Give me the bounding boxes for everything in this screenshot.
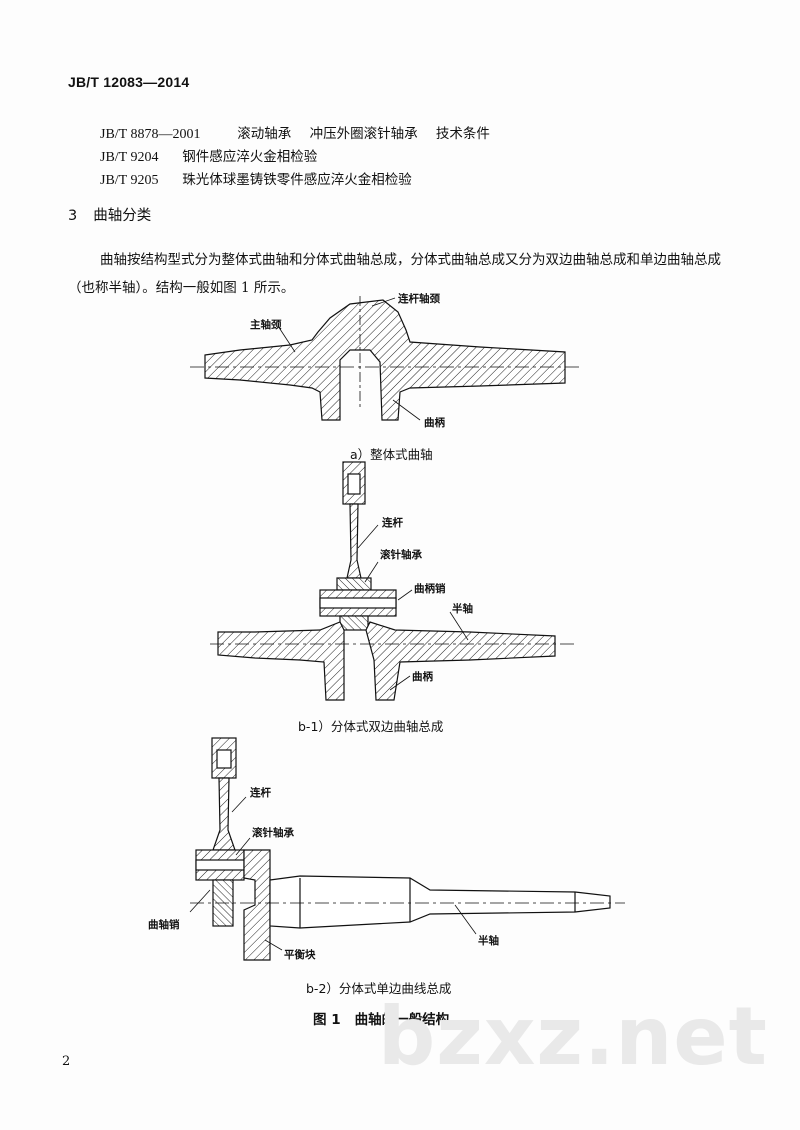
figure-b1-leaders <box>357 524 469 691</box>
label-rod: 连杆 <box>250 786 271 799</box>
reference-code: JB/T 8878—2001 <box>100 127 201 142</box>
figure-b2-drawing <box>190 737 625 961</box>
reference-item: JB/T 9204 钢件感应淬火金相检验 <box>100 145 331 166</box>
caption-figure-b1: b-1）分体式双边曲轴总成 <box>298 719 444 734</box>
page-number: 2 <box>62 1054 71 1069</box>
reference-title-part: 技术条件 <box>435 126 490 142</box>
label-main-journal: 主轴颈 <box>250 318 282 331</box>
reference-title-part: 滚动轴承 <box>237 126 292 142</box>
standard-number-header: JB/T 12083—2014 <box>68 74 190 90</box>
reference-title-part: 珠光体球墨铸铁零件感应淬火金相检验 <box>182 172 412 188</box>
reference-title-part: 钢件感应淬火金相检验 <box>182 149 318 165</box>
reference-item: JB/T 9205 珠光体球墨铸铁零件感应淬火金相检验 <box>100 168 426 189</box>
label-crank-pin: 曲柄销 <box>414 582 446 595</box>
label-crank-web: 曲柄 <box>412 670 433 683</box>
label-crank-web: 曲柄 <box>424 416 445 429</box>
figure-b2-leaders <box>189 796 477 951</box>
figure-title-number: 图 1 <box>313 1012 341 1028</box>
label-crankpin-journal: 连杆轴颈 <box>398 292 440 305</box>
caption-figure-a: a）整体式曲轴 <box>350 447 433 462</box>
label-crank-pin: 曲轴销 <box>148 918 180 931</box>
label-half-shaft: 半轴 <box>452 602 473 615</box>
watermark: bzxz.net <box>378 990 768 1083</box>
label-rod: 连杆 <box>382 516 403 529</box>
label-half-shaft: 半轴 <box>478 934 499 947</box>
section-heading: 3 曲轴分类 <box>68 204 151 225</box>
figure-title: 图 1 曲轴的一般结构 <box>313 1008 449 1028</box>
figure-a-leaders <box>277 297 421 421</box>
body-paragraph: 曲轴按结构型式分为整体式曲轴和分体式曲轴总成，分体式曲轴总成又分为双边曲轴总成和… <box>68 252 721 296</box>
figure-title-text: 曲轴的一般结构 <box>354 1012 450 1028</box>
reference-code: JB/T 9205 <box>100 173 159 188</box>
reference-title-part: 冲压外圈滚针轴承 <box>309 126 418 142</box>
reference-item: JB/T 8878—2001 滚动轴承 冲压外圈滚针轴承 技术条件 <box>100 122 504 143</box>
figure-b1-drawing <box>210 461 575 701</box>
figure-a-drawing <box>190 296 580 421</box>
section-title: 曲轴分类 <box>93 208 152 224</box>
label-counterweight: 平衡块 <box>284 948 316 961</box>
label-needle-bearing: 滚针轴承 <box>380 548 422 561</box>
reference-code: JB/T 9204 <box>100 150 159 165</box>
section-number: 3 <box>68 208 78 224</box>
label-needle-bearing: 滚针轴承 <box>252 826 294 839</box>
caption-figure-b2: b-2）分体式单边曲线总成 <box>306 981 452 996</box>
